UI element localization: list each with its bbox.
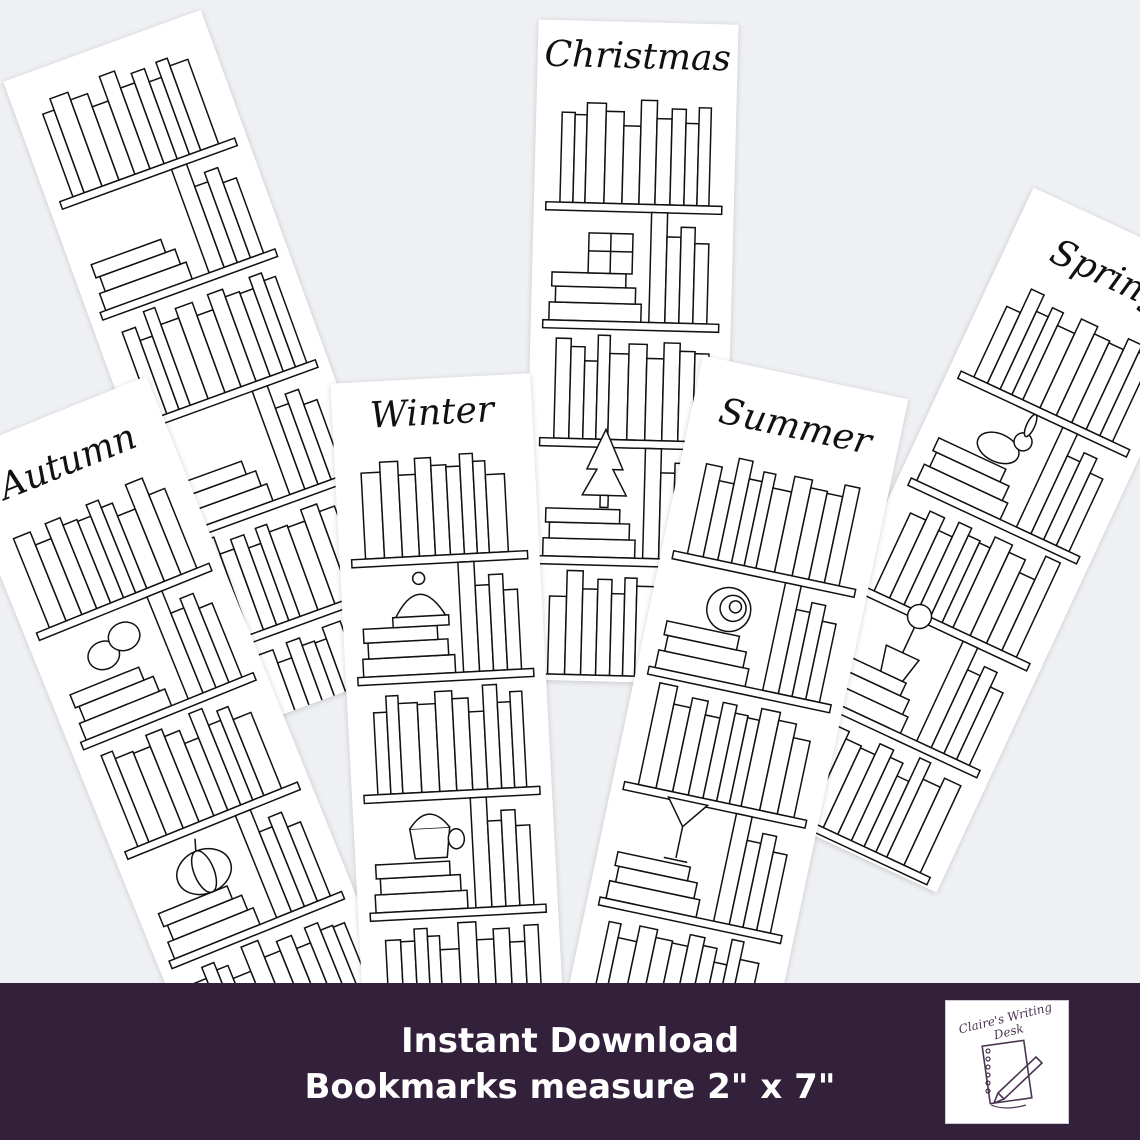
pinecone-icon xyxy=(87,621,141,671)
pumpkin-icon xyxy=(176,838,233,896)
cocktail-icon xyxy=(663,796,710,864)
hat-icon xyxy=(391,571,450,629)
brand-logo: Claire's Writing Desk xyxy=(945,1000,1069,1124)
cocoa-icon xyxy=(408,813,466,860)
gift-icon xyxy=(587,232,634,275)
bookmark-winter: Winter xyxy=(330,373,566,1063)
bookshelf-drawing xyxy=(350,452,554,1040)
rabbit-icon xyxy=(976,413,1038,465)
notebook-pen-icon xyxy=(981,1039,1044,1109)
banner-line-2: Bookmarks measure 2" x 7" xyxy=(304,1067,836,1107)
tree-icon xyxy=(580,427,628,509)
flower-icon xyxy=(879,603,933,683)
banner-line-1: Instant Download xyxy=(400,1021,740,1061)
shell-icon xyxy=(706,586,752,633)
